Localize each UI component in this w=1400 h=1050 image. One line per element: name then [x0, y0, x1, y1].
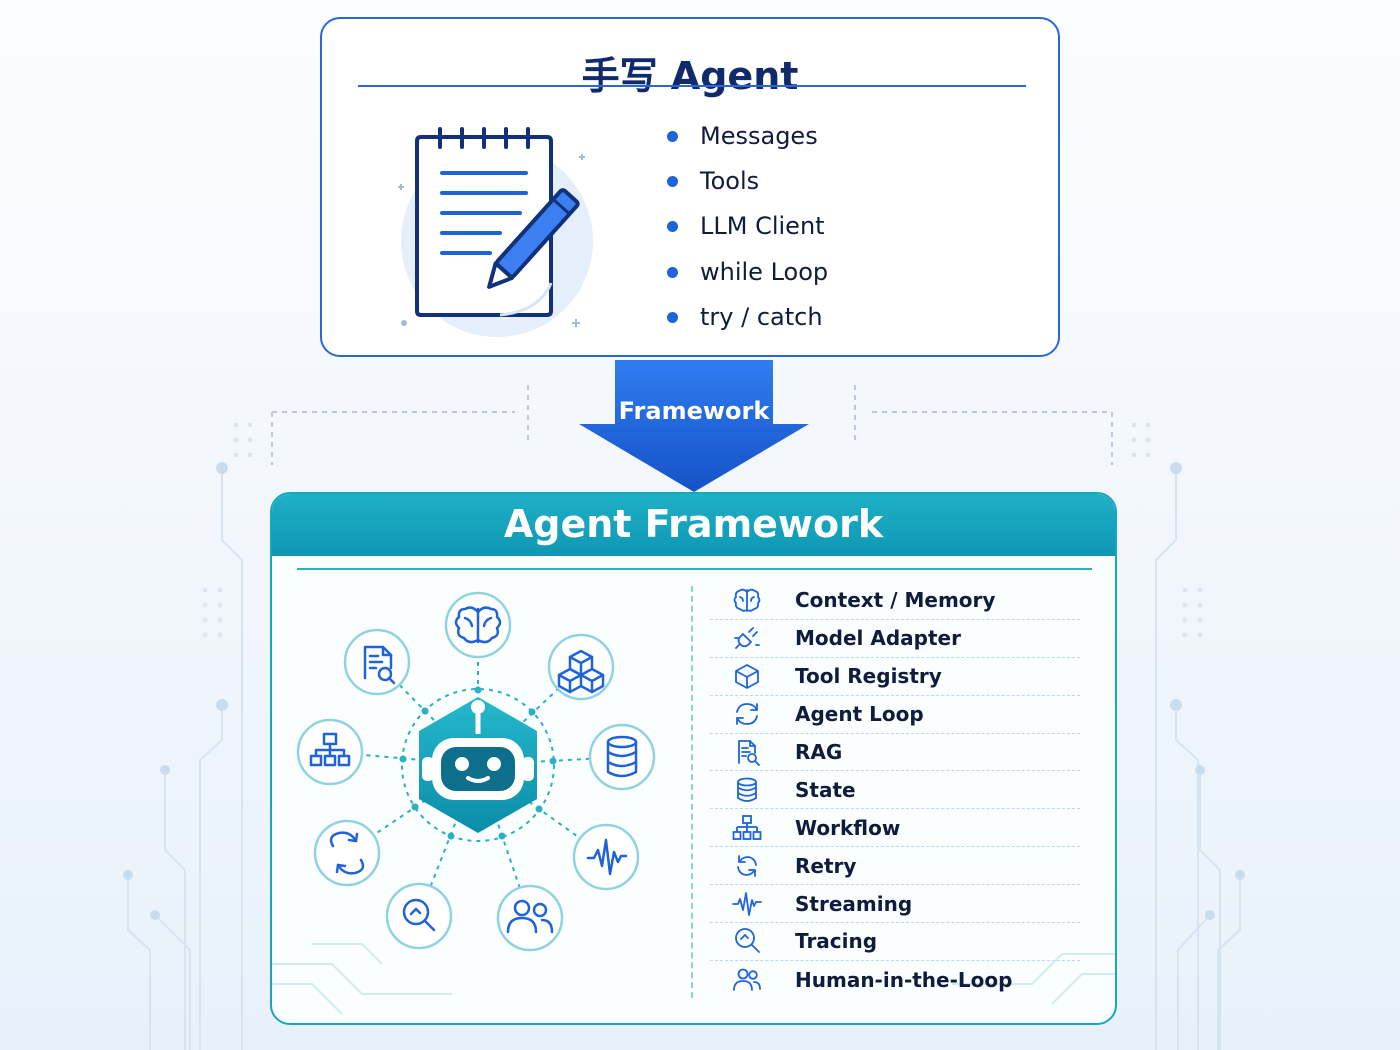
feature-label: Tracing	[795, 929, 878, 954]
robot-icon	[419, 697, 537, 833]
retry-icon	[737, 854, 757, 877]
list-item: Human-in-the-Loop	[710, 961, 1080, 999]
list-item: Model Adapter	[710, 620, 1080, 658]
list-item: LLM Client	[667, 209, 828, 254]
brain-icon	[733, 589, 761, 613]
feature-label: Streaming	[795, 891, 913, 916]
feature-label: Workflow	[795, 815, 901, 840]
users-icon	[506, 899, 554, 934]
feature-label: Context / Memory	[795, 588, 996, 613]
list-item: Agent Loop	[710, 696, 1080, 734]
pulse-icon	[586, 838, 628, 876]
list-item: Messages	[667, 119, 828, 164]
plug-icon	[734, 627, 760, 650]
hierarchy-icon	[732, 814, 762, 840]
notepad-pen-icon	[398, 127, 593, 337]
feature-label: Retry	[795, 853, 857, 878]
down-arrow-icon	[579, 360, 809, 492]
circuit-corner	[272, 943, 1115, 1015]
manual-agent-card: 手写 Agent Messages Tools LLM Client whi	[320, 17, 1060, 357]
manual-agent-title: 手写 Agent	[581, 54, 799, 98]
framework-title: Agent Framework	[503, 502, 884, 546]
feature-label: RAG	[795, 740, 843, 764]
list-item: while Loop	[667, 255, 828, 300]
refresh-icon	[329, 831, 365, 875]
arrow-label: Framework	[618, 397, 770, 425]
list-item: Workflow	[710, 809, 1080, 848]
list-item: RAG	[710, 734, 1080, 772]
cubes-icon	[557, 649, 605, 694]
refresh-icon	[736, 703, 758, 726]
framework-header	[272, 494, 1115, 556]
framework-divider	[297, 568, 1092, 570]
users-icon	[733, 968, 761, 991]
feature-label: Agent Loop	[795, 702, 924, 727]
feature-label: Model Adapter	[795, 626, 961, 651]
feature-label: Human-in-the-Loop	[795, 967, 1013, 992]
brain-icon	[454, 606, 502, 644]
cube-icon	[735, 664, 759, 690]
title-divider	[358, 85, 1026, 87]
list-item: Tools	[667, 164, 828, 209]
section-divider	[691, 586, 693, 998]
document-search-icon	[363, 645, 396, 685]
document-search-icon	[738, 740, 760, 766]
list-item: Tracing	[710, 923, 1080, 961]
framework-feature-list: Context / Memory Model Adapter Tool Regi…	[710, 582, 1080, 999]
feature-label: Tool Registry	[795, 664, 942, 689]
search-icon	[735, 928, 760, 954]
pulse-icon	[732, 891, 762, 916]
list-item: Tool Registry	[710, 658, 1080, 696]
agent-framework-card: Agent Framework	[270, 492, 1117, 1025]
list-item: State	[710, 771, 1080, 810]
list-item: Streaming	[710, 885, 1080, 924]
list-item: Context / Memory	[710, 582, 1080, 620]
database-icon	[737, 777, 757, 802]
database-icon	[606, 735, 638, 778]
list-item: Retry	[710, 847, 1080, 886]
hierarchy-icon	[309, 732, 351, 767]
search-icon	[402, 898, 436, 932]
manual-agent-items: Messages Tools LLM Client while Loop try…	[667, 119, 828, 345]
feature-label: State	[795, 777, 856, 802]
list-item: try / catch	[667, 300, 828, 345]
framework-hub-diagram	[296, 591, 656, 952]
